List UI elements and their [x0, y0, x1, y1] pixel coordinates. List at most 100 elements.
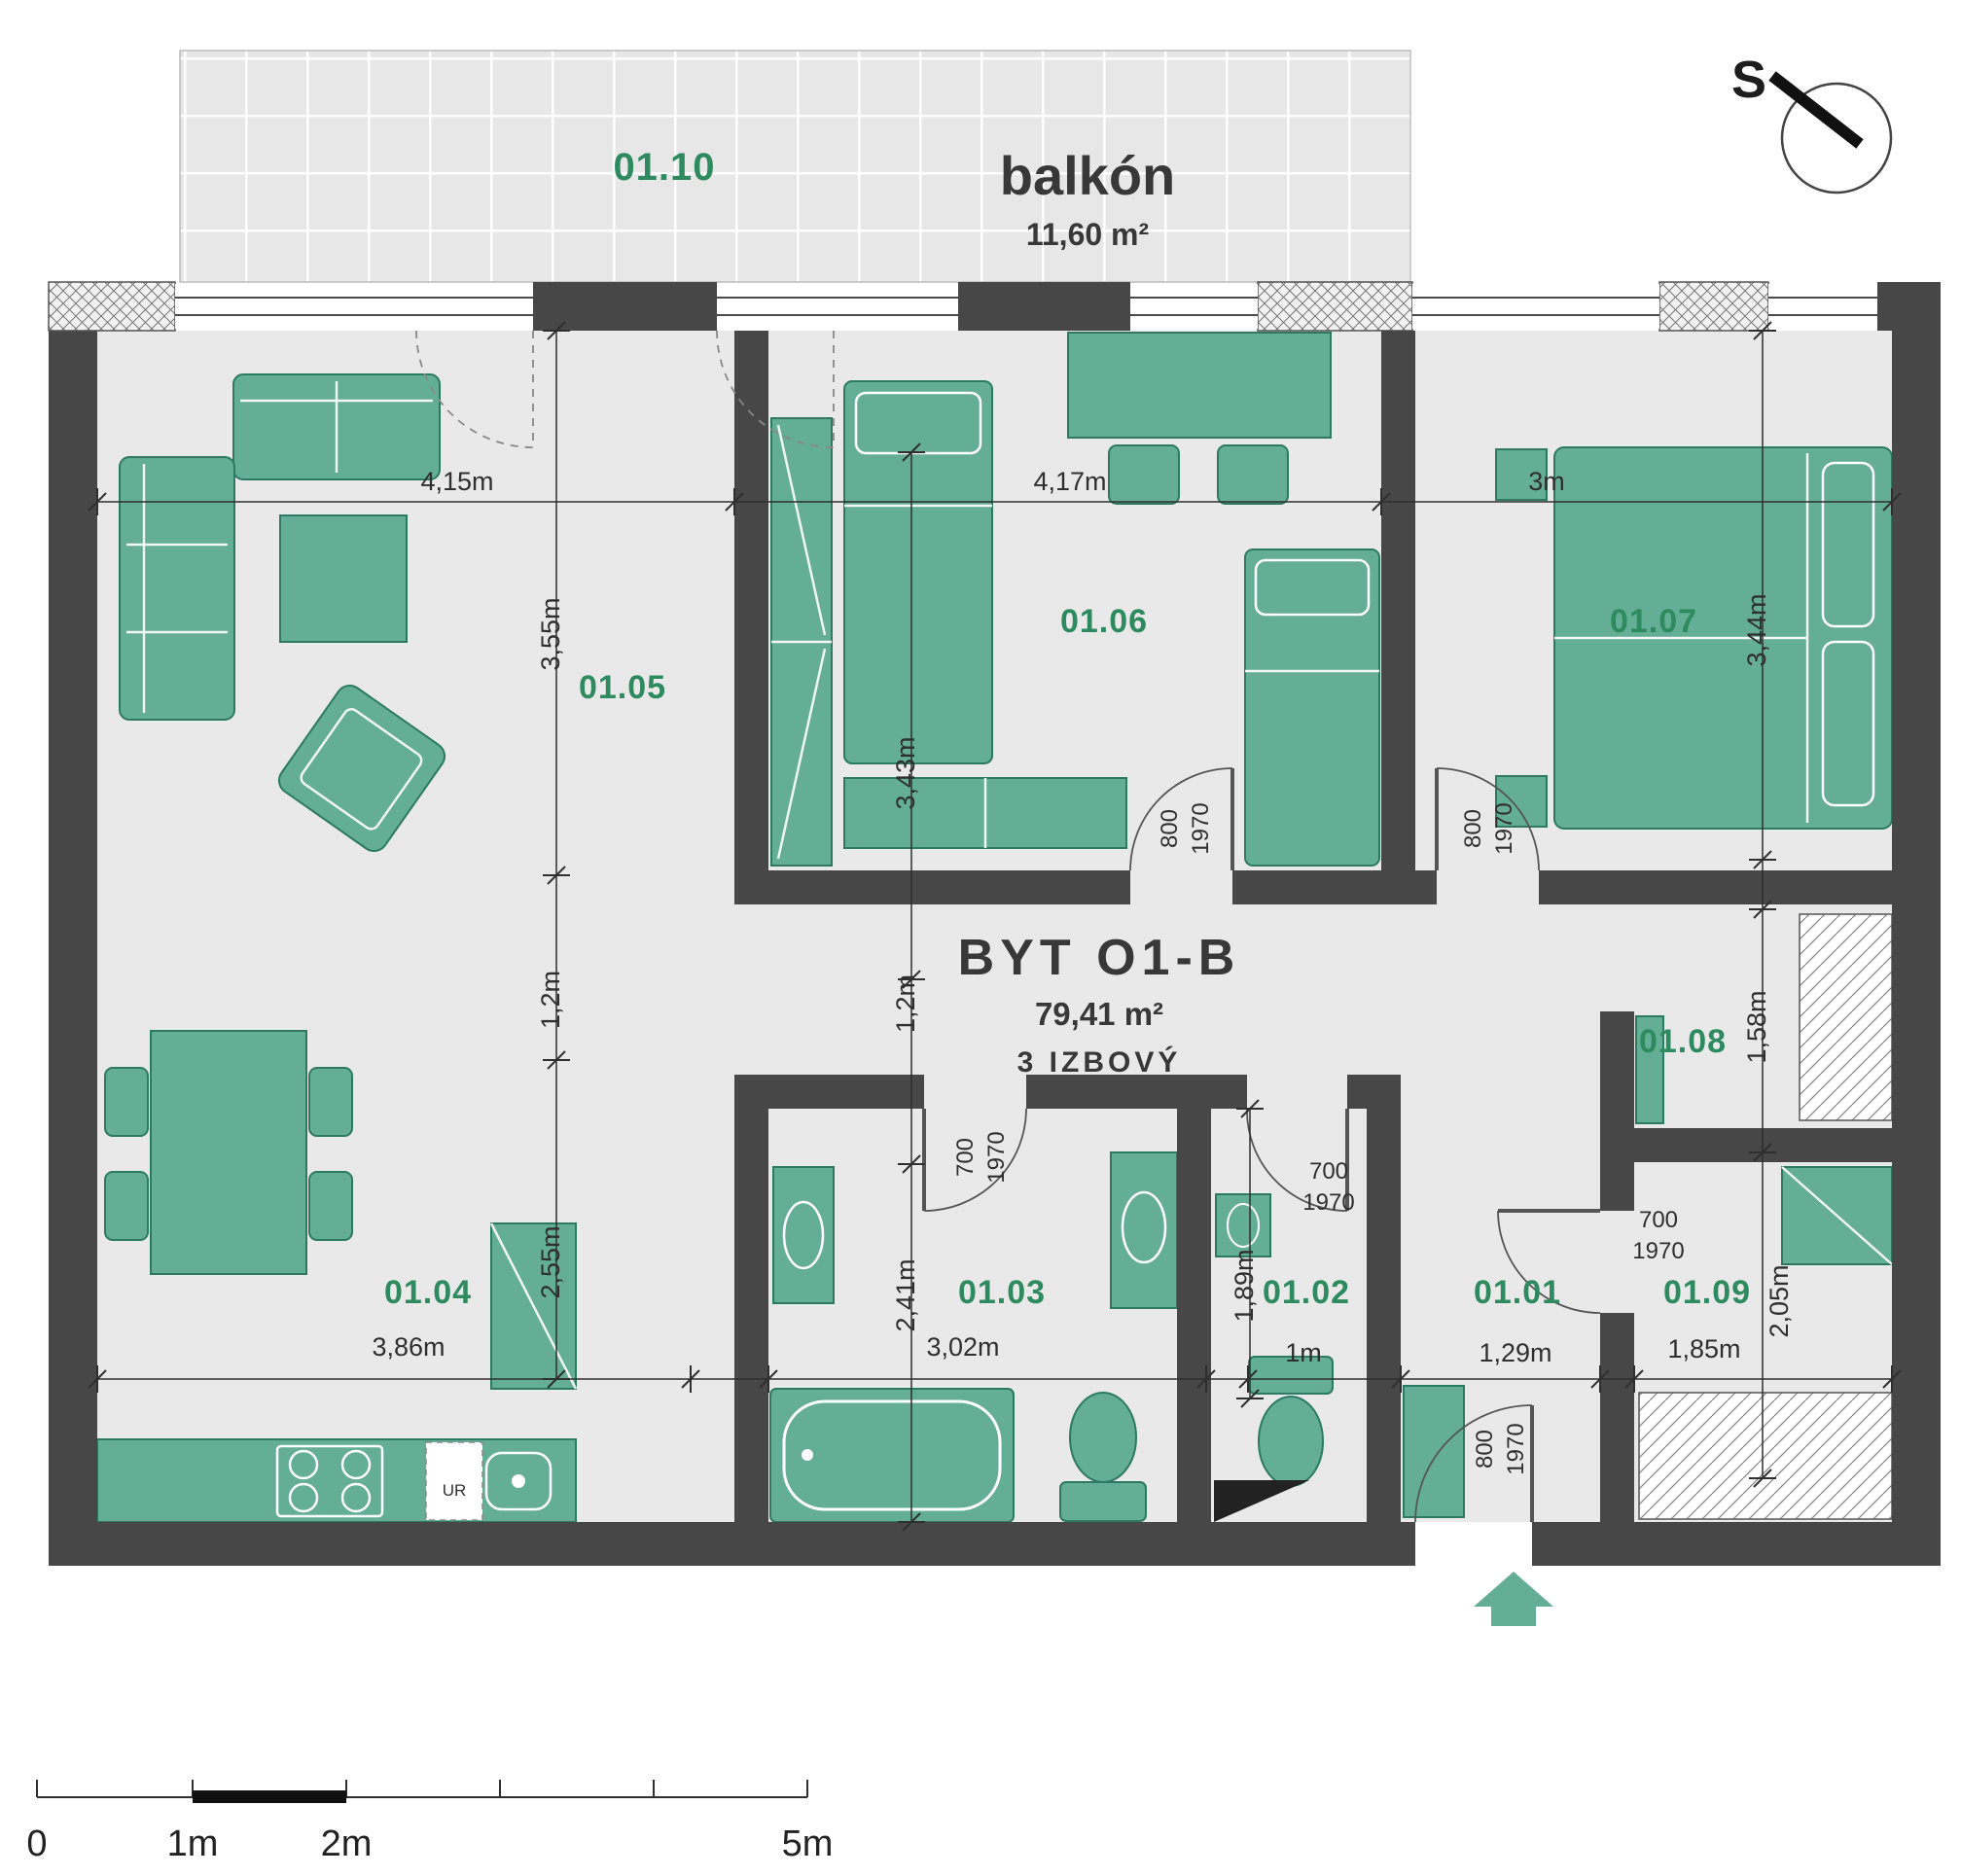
room-label-01-10: 01.10	[613, 146, 715, 189]
room-label-01-04: 01.04	[384, 1274, 472, 1311]
wall-segment	[734, 1075, 768, 1522]
dining-chair	[308, 1171, 353, 1241]
dim-label: 3,86m	[372, 1332, 445, 1362]
door-swing-arc	[1436, 767, 1540, 871]
dining-chair	[104, 1067, 149, 1137]
dimension-lines	[88, 321, 1902, 1532]
door-size-label: 700	[952, 1138, 979, 1177]
wardrobe-hatched	[1638, 1392, 1893, 1520]
dim-ticks	[898, 442, 925, 1532]
door-bedroom-0106	[1129, 767, 1234, 871]
doors	[415, 330, 1601, 1523]
dim-label: 2,05m	[1765, 1264, 1794, 1337]
wall-segment	[1367, 1109, 1401, 1522]
door-entrance	[1414, 1404, 1534, 1523]
stove-burner	[340, 1482, 372, 1513]
wardrobe	[770, 417, 833, 867]
desk-chair	[1217, 444, 1289, 505]
wall-segment	[958, 282, 1130, 331]
dim-label: 4,17m	[1033, 467, 1106, 496]
door-size-label: 1970	[1632, 1238, 1684, 1264]
window	[175, 284, 533, 329]
room-label-01-07: 01.07	[1610, 603, 1697, 640]
wardrobe-hatched	[1799, 913, 1893, 1121]
window	[717, 284, 958, 329]
dim-label: 2,41m	[891, 1258, 920, 1331]
walls	[48, 281, 1941, 1566]
stove-burner	[340, 1449, 372, 1480]
room-label-01-08: 01.08	[1639, 1023, 1727, 1060]
wall-segment	[1892, 282, 1941, 1566]
door-size-label: 800	[1472, 1430, 1498, 1469]
door-size-label: 1970	[1188, 802, 1214, 854]
door-size-label: 700	[1309, 1158, 1348, 1185]
room-label-01-09: 01.09	[1663, 1274, 1751, 1311]
dim-label: 1,2m	[891, 974, 920, 1033]
wall-segment	[734, 870, 1130, 904]
sofa	[232, 373, 441, 480]
door-size-label: 1970	[1302, 1189, 1354, 1216]
nightstand	[1495, 448, 1548, 501]
wall-segment	[1177, 1109, 1211, 1522]
wall-segment	[1381, 331, 1415, 904]
stove	[275, 1444, 384, 1518]
kitchen-sink	[484, 1451, 553, 1511]
wall-segment	[734, 331, 768, 904]
dim-label: 1,29m	[1479, 1338, 1551, 1367]
room-label-01-06: 01.06	[1060, 603, 1148, 640]
wall-segment	[49, 282, 97, 1566]
dishwasher: UR	[425, 1441, 483, 1521]
wall-pier-hatched	[1257, 281, 1413, 332]
title-block: BYT O1-B 79,41 m² 3 IZBOVÝ	[958, 930, 1241, 1079]
shaft	[1214, 1480, 1309, 1522]
dresser	[843, 777, 1127, 849]
apartment-area: 79,41 m²	[1035, 996, 1163, 1032]
dim-label: 3m	[1528, 467, 1565, 496]
hall-shelf	[1635, 1015, 1664, 1124]
door-swing-arc	[1129, 767, 1233, 871]
dim-label: 1,58m	[1742, 990, 1771, 1063]
dim-label: 2,55m	[536, 1225, 565, 1298]
stove-burner	[288, 1449, 319, 1480]
armchair	[277, 684, 446, 853]
compass-needle	[1768, 71, 1864, 149]
scale-label-0: 0	[26, 1823, 47, 1864]
balcony: 01.10 balkón 11,60 m²	[179, 50, 1411, 283]
dishwasher-label: UR	[443, 1481, 467, 1500]
balcony-door-swing-arc	[415, 330, 534, 448]
wall-segment	[1600, 1313, 1634, 1522]
washbasin	[772, 1166, 835, 1304]
apartment-title: BYT O1-B	[958, 930, 1241, 986]
dim-label: 1,85m	[1667, 1334, 1740, 1363]
scale-line	[36, 1780, 808, 1798]
door-size-label: 800	[1460, 809, 1486, 848]
dim-ticks	[1749, 321, 1776, 1488]
room-label-01-01: 01.01	[1474, 1274, 1561, 1311]
wall-pier-hatched	[1658, 281, 1769, 332]
balcony-area: 11,60 m²	[1026, 217, 1149, 252]
side-table	[1781, 1166, 1893, 1265]
door-swing-arc	[1246, 1108, 1348, 1212]
fridge-unit	[489, 1222, 578, 1390]
door-size-label: 700	[1639, 1207, 1678, 1233]
dim-label: 3,44m	[1742, 593, 1771, 666]
dining-chair	[308, 1067, 353, 1137]
window	[1412, 284, 1659, 329]
dining-chair	[104, 1171, 149, 1241]
balcony-floor	[179, 50, 1411, 283]
wall-pier-hatched	[48, 281, 176, 332]
door-wc-0102	[1246, 1108, 1349, 1212]
bathtub	[769, 1388, 1015, 1523]
dim-ticks	[1236, 1099, 1264, 1408]
dimension-labels: 4,15m 4,17m 3m 3,55m 1,2m 2,55m 3,43m 1,…	[372, 467, 1794, 1367]
scale-label-2m: 2m	[321, 1823, 373, 1864]
door-swing-arc	[1414, 1404, 1533, 1523]
door-size-labels: 800 1970 800 1970 700 1970 700 1970 700 …	[952, 802, 1685, 1474]
wall-segment	[1600, 1011, 1634, 1162]
dining-table	[150, 1030, 307, 1275]
furniture-layer: UR	[96, 332, 1893, 1523]
door-swing-arc	[1497, 1210, 1601, 1314]
scale-label-1m: 1m	[167, 1823, 219, 1864]
door-bedroom-0107	[1435, 767, 1540, 871]
